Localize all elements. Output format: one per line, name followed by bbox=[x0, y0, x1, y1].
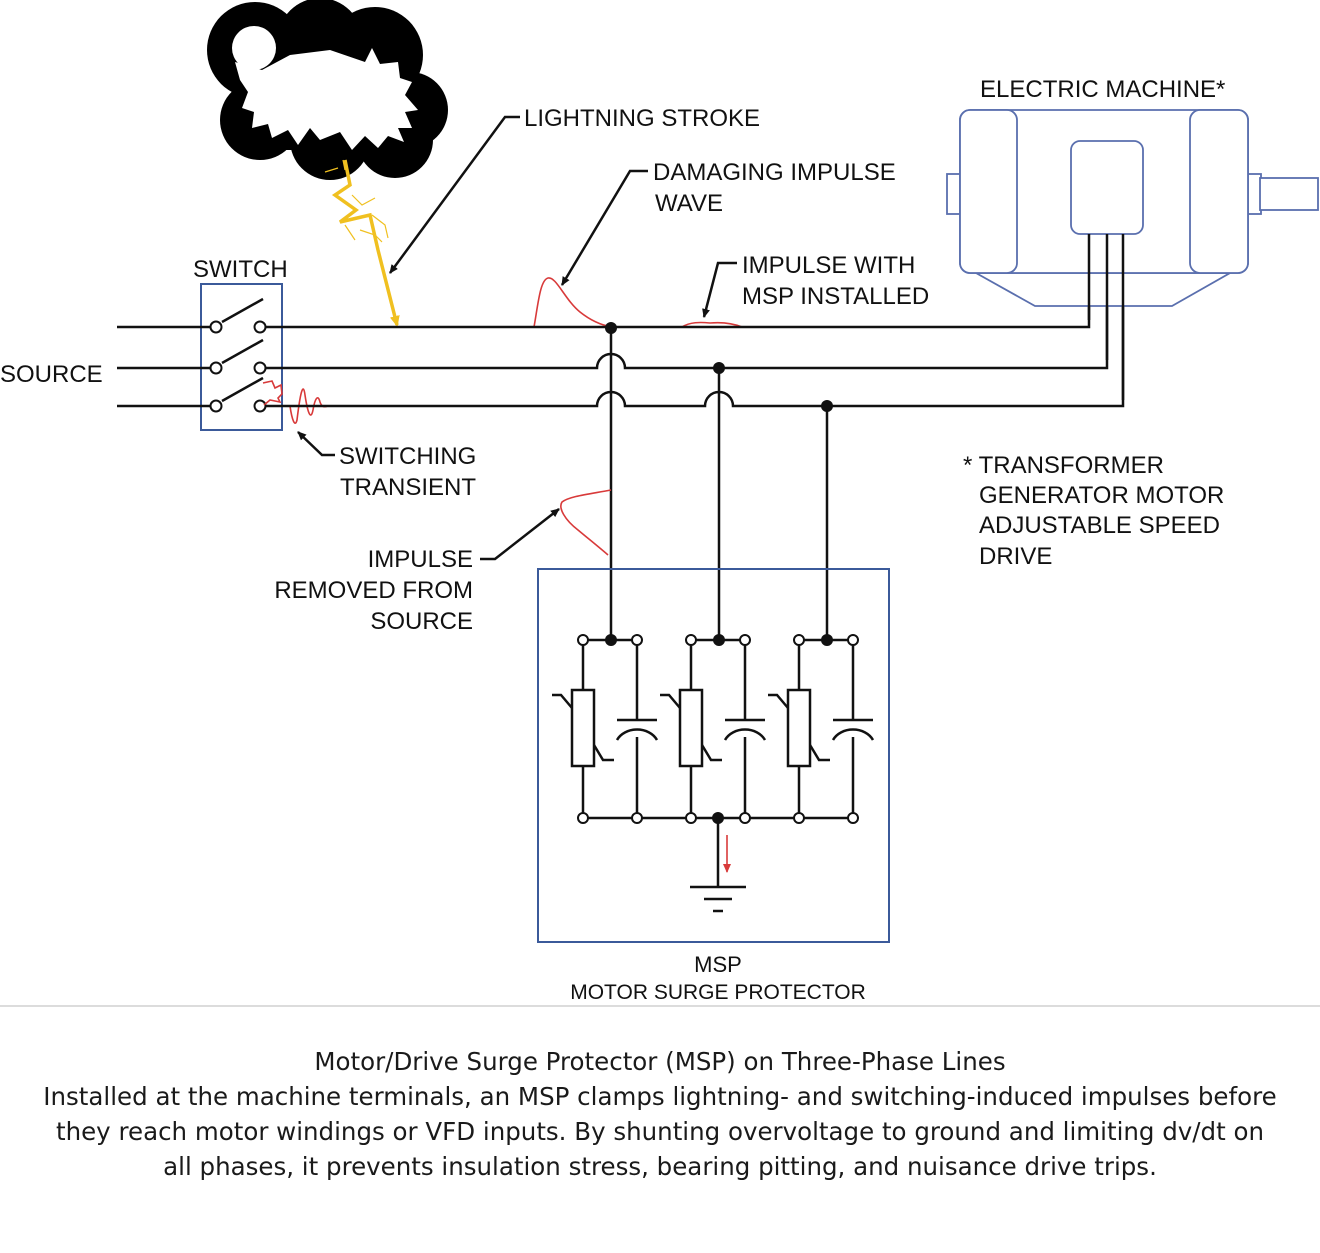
varistor-mark bbox=[808, 744, 830, 762]
impulse-msp-leader bbox=[702, 261, 737, 318]
divider bbox=[0, 1005, 1320, 1007]
msp-full-label: MOTOR SURGE PROTECTOR bbox=[570, 981, 866, 1004]
lightning-leader bbox=[388, 115, 520, 274]
footnote-line2: GENERATOR MOTOR bbox=[979, 482, 1224, 509]
switch-contacts bbox=[209, 297, 267, 413]
impulse-msp-label-line1: IMPULSE WITH bbox=[742, 252, 915, 279]
varistor bbox=[570, 688, 596, 768]
lightning-stroke-label: LIGHTNING STROKE bbox=[524, 105, 760, 132]
source-label: SOURCE bbox=[0, 361, 103, 388]
terminal bbox=[793, 634, 805, 646]
caption: Motor/Drive Surge Protector (MSP) on Thr… bbox=[40, 1044, 1280, 1184]
switching-arc bbox=[262, 380, 283, 406]
terminal bbox=[685, 634, 697, 646]
impulse-removed-wave bbox=[560, 489, 612, 556]
terminal bbox=[739, 634, 751, 646]
impulse-msp-wave bbox=[681, 321, 743, 328]
impulse-removed-leader bbox=[480, 508, 560, 561]
footnote-line4: DRIVE bbox=[979, 543, 1052, 570]
terminal bbox=[685, 812, 697, 824]
msp-label: MSP bbox=[694, 952, 742, 977]
terminal bbox=[631, 634, 643, 646]
varistor-mark bbox=[700, 744, 722, 762]
storm-cloud-icon bbox=[207, 0, 448, 180]
varistor bbox=[678, 688, 704, 768]
varistor-mark bbox=[592, 744, 614, 762]
terminal bbox=[577, 634, 589, 646]
damaging-impulse-wave bbox=[533, 277, 613, 328]
impulse-msp-label-line2: MSP INSTALLED bbox=[742, 283, 929, 310]
switch-label: SWITCH bbox=[193, 256, 288, 283]
caption-body: Installed at the machine terminals, an M… bbox=[43, 1082, 1277, 1181]
switching-transient-wave bbox=[289, 388, 329, 424]
terminal bbox=[577, 812, 589, 824]
switching-label-line1: SWITCHING bbox=[339, 443, 476, 470]
caption-title: Motor/Drive Surge Protector (MSP) on Thr… bbox=[314, 1047, 1006, 1076]
lightning-bolt-icon bbox=[324, 159, 400, 327]
varistor-mark bbox=[660, 693, 681, 709]
varistor bbox=[786, 688, 812, 768]
capacitor-plate-curved bbox=[615, 728, 659, 741]
damaging-impulse-leader bbox=[560, 169, 648, 286]
electric-machine-icon bbox=[946, 109, 1319, 307]
damaging-impulse-label-line1: DAMAGING IMPULSE bbox=[653, 159, 896, 186]
terminal bbox=[847, 812, 859, 824]
varistor-mark bbox=[552, 693, 573, 709]
msp-enclosure bbox=[537, 568, 890, 943]
terminal bbox=[847, 634, 859, 646]
junction-dot bbox=[713, 634, 725, 646]
varistor-mark bbox=[768, 693, 789, 709]
impulse-removed-label-line3: SOURCE bbox=[370, 608, 473, 635]
impulse-removed-label-line2: REMOVED FROM bbox=[274, 577, 473, 604]
terminal bbox=[739, 812, 751, 824]
terminal bbox=[793, 812, 805, 824]
switch-enclosure bbox=[200, 283, 283, 431]
switching-label-line2: TRANSIENT bbox=[340, 474, 476, 501]
electric-machine-label: ELECTRIC MACHINE* bbox=[980, 76, 1225, 103]
junction-dot bbox=[821, 634, 833, 646]
surge-protector-diagram: LIGHTNING STROKE DAMAGING IMPULSE WAVE I… bbox=[0, 0, 1319, 1004]
damaging-impulse-label-line2: WAVE bbox=[655, 190, 723, 217]
footnote-line1: * TRANSFORMER bbox=[963, 452, 1164, 479]
capacitor-plate-curved bbox=[831, 728, 875, 741]
footnote-line3: ADJUSTABLE SPEED bbox=[979, 512, 1220, 539]
terminal bbox=[631, 812, 643, 824]
impulse-removed-label-line1: IMPULSE bbox=[368, 546, 473, 573]
junction-dot bbox=[605, 634, 617, 646]
capacitor-plate-curved bbox=[723, 728, 767, 741]
msp-circuit bbox=[552, 634, 875, 824]
switching-leader bbox=[297, 431, 335, 457]
ground-symbol-icon bbox=[690, 818, 746, 913]
